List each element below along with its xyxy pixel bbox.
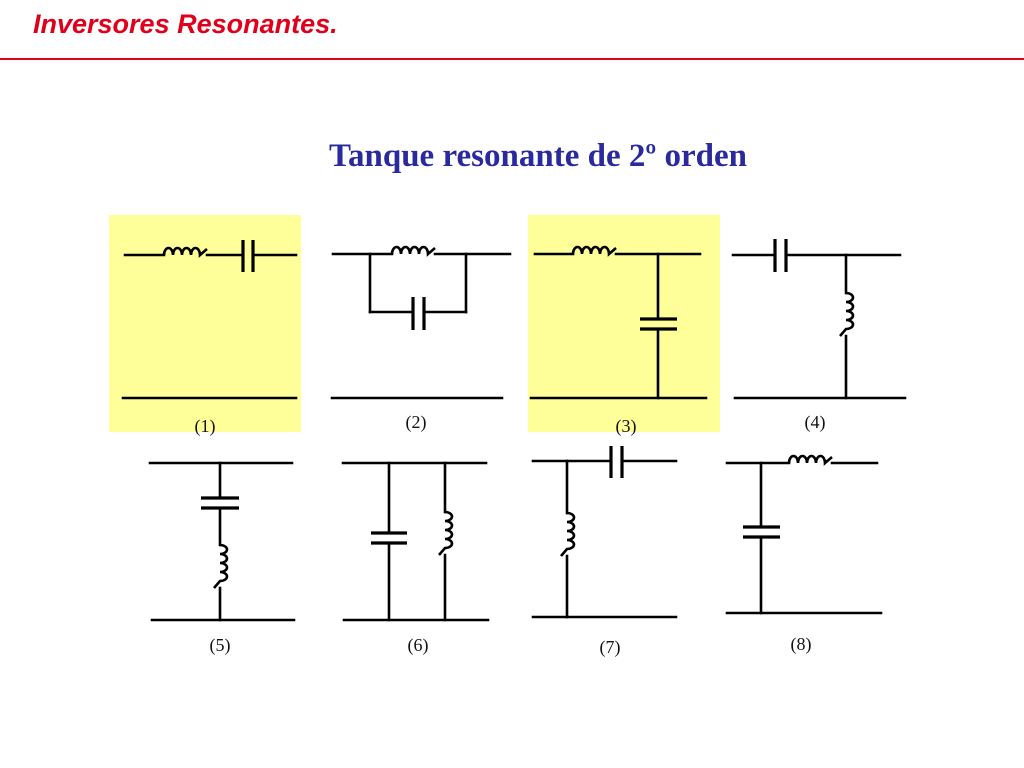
circuit-5: (5) (148, 461, 296, 656)
inductor-icon (838, 291, 855, 338)
inductor-icon (212, 543, 229, 590)
circuit-label-6: (6) (408, 635, 429, 656)
circuit-1: (1) (121, 240, 298, 437)
inductor-icon (390, 245, 437, 256)
circuit-2: (2) (330, 245, 512, 433)
inductor-icon (437, 510, 454, 557)
inductor-icon (559, 511, 576, 558)
circuit-label-3: (3) (616, 416, 637, 437)
circuit-8: (8) (725, 454, 883, 655)
circuit-label-4: (4) (805, 412, 826, 433)
circuit-label-5: (5) (210, 635, 231, 656)
inductor-icon (787, 454, 834, 465)
highlight-panel-1 (109, 215, 301, 432)
slide-title: Inversores Resonantes. (33, 9, 338, 39)
diagram-title: Tanque resonante de 2º orden (329, 138, 747, 174)
circuit-6: (6) (341, 461, 490, 656)
circuit-label-2: (2) (406, 412, 427, 433)
circuit-label-8: (8) (791, 634, 812, 655)
circuit-label-1: (1) (195, 416, 216, 437)
circuit-label-7: (7) (600, 637, 621, 658)
highlight-panel-3 (528, 215, 720, 432)
circuit-4: (4) (731, 239, 907, 433)
circuit-7: (7) (531, 446, 678, 658)
title-divider (0, 58, 1024, 60)
circuit-3: (3) (529, 245, 708, 437)
